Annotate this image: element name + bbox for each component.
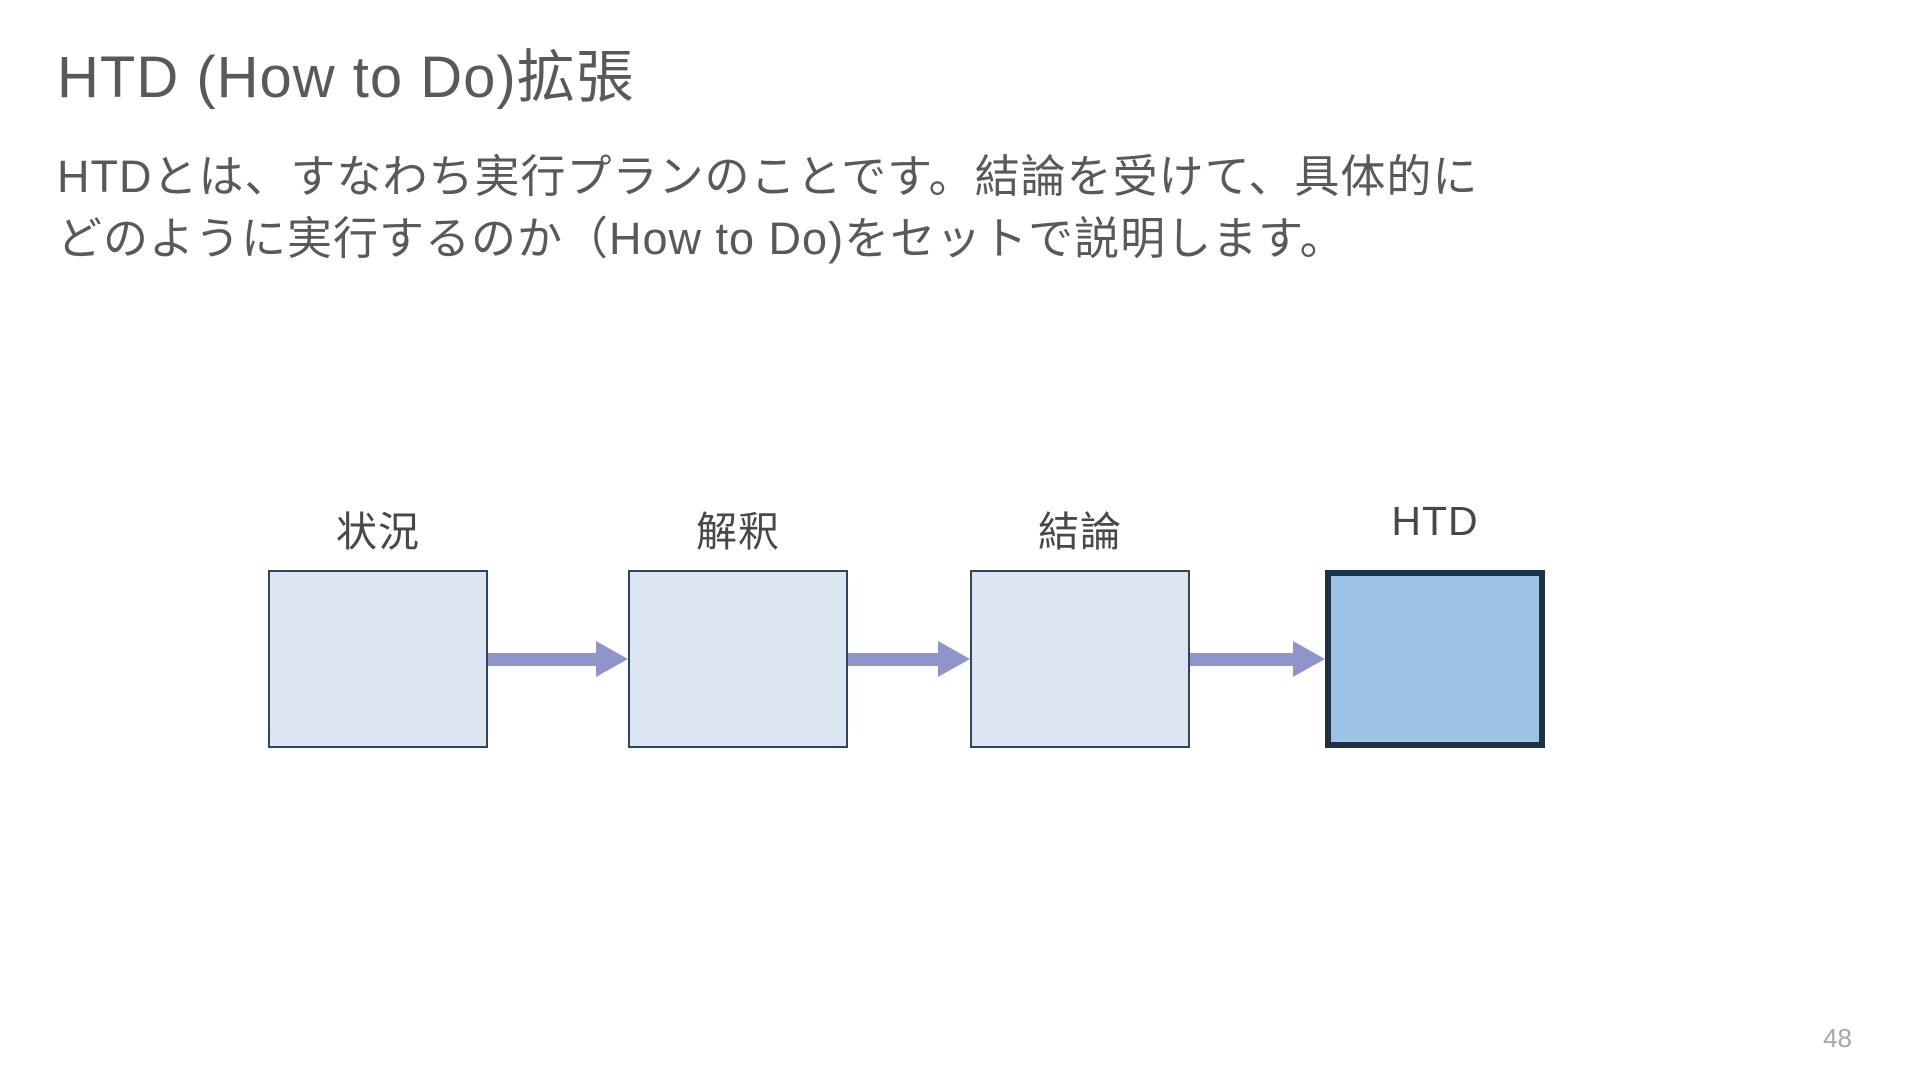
arrow-head-icon <box>1293 641 1325 677</box>
arrow-shaft <box>1190 652 1295 666</box>
arrow-shaft <box>848 652 940 666</box>
flow-arrow-icon <box>488 641 628 677</box>
step-box-situation <box>268 570 488 748</box>
arrow-head-icon <box>596 641 628 677</box>
step-label-conclusion: 結論 <box>1038 509 1122 555</box>
arrow-head-icon <box>938 641 970 677</box>
step-box-conclusion <box>970 570 1190 748</box>
step-label-situation: 状況 <box>336 509 420 555</box>
slide-title: HTD (How to Do)拡張 <box>57 45 635 110</box>
page-number: 48 <box>1823 1023 1852 1053</box>
slide-body-text: HTDとは、すなわち実行プランのことです。結論を受けて、具体的に どのように実行… <box>57 146 1617 270</box>
step-label-htd: HTD <box>1391 498 1479 544</box>
arrow-shaft <box>488 652 598 666</box>
body-line-2: どのように実行するのか（How to Do)をセットで説明します。 <box>57 213 1346 264</box>
step-box-htd <box>1325 570 1545 748</box>
flow-arrow-icon <box>848 641 970 677</box>
step-label-interpretation: 解釈 <box>696 509 780 555</box>
step-box-interpretation <box>628 570 848 748</box>
body-line-1: HTDとは、すなわち実行プランのことです。結論を受けて、具体的に <box>57 151 1479 202</box>
flow-arrow-icon <box>1190 641 1325 677</box>
